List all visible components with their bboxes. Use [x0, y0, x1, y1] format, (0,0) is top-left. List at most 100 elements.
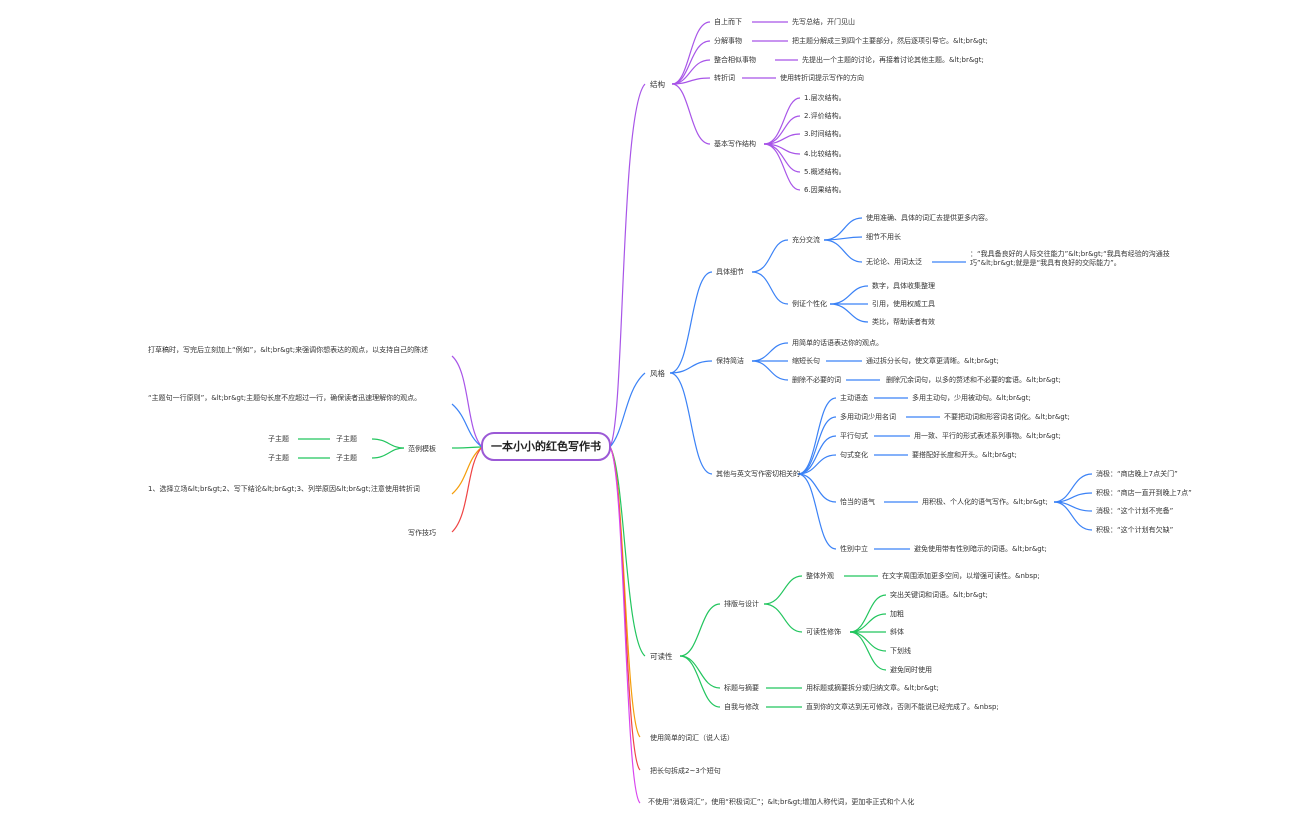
edge-other-1: [797, 397, 837, 475]
other-item-1: 主动语态: [840, 393, 868, 402]
concise-label[interactable]: 保持简洁: [716, 356, 744, 365]
layout-label[interactable]: 排版与设计: [724, 599, 759, 608]
edge-basic-1: [763, 97, 801, 145]
full-quote: ：“我具备良好的人际交往能力”&lt;br&gt;“我具有经验的沟通技巧”&lt…: [970, 250, 1170, 267]
template-label[interactable]: 范例模板: [408, 444, 436, 453]
structure-item-5[interactable]: 基本写作结构: [714, 139, 756, 148]
other-note-4: 要搭配好长度和开头。&lt;br&gt;: [912, 450, 1017, 459]
edge-tpl-2: [371, 447, 405, 459]
style-branch: 风格 具体细节 充分交流 使用准确、具体的词汇去提供更多内容。 细节不用长 无论…: [650, 213, 1192, 553]
structure-note-2: 把主题分解成三到四个主要部分，然后逐项引导它。&lt;br&gt;: [792, 36, 988, 45]
structure-item-2[interactable]: 分解事物: [714, 36, 742, 45]
edge-structure-4: [671, 77, 711, 85]
whitespace-note: 在文字周围添加更多空间，以增强可读性。&nbsp;: [882, 571, 1040, 580]
skills-label[interactable]: 写作技巧: [408, 528, 436, 537]
left-tip-1[interactable]: 打草稿时，写完后立刻加上“例如”，&lt;br&gt;来强调你想表达的观点，以支…: [148, 346, 429, 354]
edge-basic-6: [763, 143, 801, 191]
structure-item-4[interactable]: 转折词: [714, 73, 735, 82]
edge-structure-1: [671, 21, 711, 85]
basic-structure-5: 5.概述结构。: [804, 167, 846, 176]
full-item-2: 细节不用长: [866, 232, 901, 241]
structure-label[interactable]: 结构: [650, 79, 665, 89]
concrete-label[interactable]: 具体细节: [716, 267, 744, 276]
other-item-4: 句式变化: [840, 450, 868, 459]
edge-left-template: [451, 446, 483, 449]
format-item-1: 突出关键词和词语。&lt;br&gt;: [890, 590, 988, 599]
left-branch: 打草稿时，写完后立刻加上“例如”，&lt;br&gt;来强调你想表达的观点，以支…: [148, 346, 436, 537]
edge-concrete-examples: [751, 271, 789, 305]
tone-example-2: 积极：“商店一直开到晚上7点”: [1096, 488, 1192, 497]
format-item-4: 下划线: [890, 646, 911, 655]
other-label[interactable]: 其他与英文写作密切相关的: [716, 469, 800, 478]
root-node[interactable]: 一本小小的红色写作书: [481, 432, 611, 461]
revise-note: 直到你的文章达到无可修改，否则不能说已经完成了。&nbsp;: [806, 702, 999, 711]
structure-branch: 结构 自上而下 先写总结，开门见山 分解事物 把主题分解成三到四个主要部分，然后…: [650, 17, 988, 194]
basic-structure-6: 6.因果结构。: [804, 185, 846, 194]
other-note-6: 避免使用带有性别暗示的词语。&lt;br&gt;: [914, 544, 1047, 553]
examples-item-3: 类比，帮助读者有效: [872, 317, 935, 326]
style-label[interactable]: 风格: [650, 368, 665, 378]
basic-structure-3: 3.时间结构。: [804, 129, 846, 138]
other-note-2: 不要把动词和形容词名词化。&lt;br&gt;: [944, 412, 1070, 421]
edge-full-2: [823, 236, 863, 241]
edge-other-6: [797, 473, 837, 550]
edge-style-other: [669, 372, 713, 475]
format-item-2: 加粗: [890, 609, 904, 618]
edge-format-4: [849, 631, 887, 652]
template-sub-2b: 子主题: [336, 453, 357, 462]
format-item-3: 斜体: [890, 627, 904, 636]
bottom-tips: 使用简单的词汇（说人话） 把长句拆成2~3个短句 不使用“消极词汇”，使用“积极…: [648, 733, 915, 806]
edge-root-tip-c: [609, 446, 641, 804]
concise-item-2: 缩短长句: [792, 356, 820, 365]
other-note-3: 用一致、平行的形式表述系列事物。&lt;br&gt;: [914, 431, 1061, 440]
bottom-tip-1[interactable]: 使用简单的词汇（说人话）: [650, 733, 734, 742]
readability-label[interactable]: 可读性: [650, 651, 673, 661]
edge-concrete-full: [751, 239, 789, 273]
bottom-tip-2[interactable]: 把长句拆成2~3个短句: [650, 766, 721, 775]
concise-item-1: 用简单的话语表达你的观点。: [792, 338, 883, 347]
edge-ex-3: [829, 303, 869, 323]
template-sub-1a: 子主题: [268, 434, 289, 443]
format-item-5: 避免同时使用: [890, 665, 932, 674]
edge-basic-2: [763, 115, 801, 145]
basic-structure-2: 2.评价结构。: [804, 111, 846, 120]
edge-root-readability: [609, 446, 646, 657]
edge-full-3: [823, 239, 863, 263]
revise-label[interactable]: 自我与修改: [724, 702, 759, 711]
edge-format-5: [849, 631, 887, 671]
template-sub-1b: 子主题: [336, 434, 357, 443]
left-tip-2[interactable]: “主题句一行原则”，&lt;br&gt;主题句长度不应超过一行，确保读者迅速理解…: [148, 394, 422, 402]
other-note-5: 用积极、个人化的语气写作。&lt;br&gt;: [922, 497, 1048, 506]
edge-concise-3: [751, 360, 789, 381]
tone-example-4: 积极：“这个计划有欠缺”: [1096, 525, 1173, 534]
edge-left-skills: [451, 446, 483, 533]
root-label: 一本小小的红色写作书: [491, 439, 601, 453]
edge-left-tip3: [451, 446, 483, 495]
template-sub-2a: 子主题: [268, 453, 289, 462]
edge-structure-2: [671, 40, 711, 85]
edge-structure-5: [671, 83, 711, 145]
structure-note-4: 使用转折词提示写作的方向: [780, 73, 864, 82]
full-label[interactable]: 充分交流: [792, 235, 820, 244]
edge-other-2: [797, 416, 837, 475]
edge-other-3: [797, 435, 837, 475]
edge-read-headings: [679, 655, 721, 689]
bottom-tip-3[interactable]: 不使用“消极词汇”，使用“积极词汇”；&lt;br&gt;增加人称代词，更加非正…: [648, 798, 915, 806]
edge-tone-4: [1053, 501, 1093, 531]
full-item-3: 无论论、用词太泛: [866, 257, 922, 266]
edge-other-5: [797, 473, 837, 503]
other-item-3: 平行句式: [840, 431, 868, 440]
full-item-1: 使用准确、具体的词汇去提供更多内容。: [866, 213, 992, 222]
edge-root-tip-a: [609, 446, 641, 738]
structure-item-3[interactable]: 整合相似事物: [714, 55, 756, 64]
headings-label[interactable]: 标题与摘要: [724, 683, 759, 692]
format-label: 可读性修饰: [806, 627, 841, 636]
examples-label[interactable]: 例证个性化: [792, 299, 827, 308]
edge-read-layout: [679, 603, 721, 657]
edge-format-1: [849, 594, 887, 633]
edge-root-structure: [609, 83, 646, 448]
whitespace-label: 整体外观: [806, 571, 834, 580]
structure-item-1[interactable]: 自上而下: [714, 17, 742, 26]
left-tip-3[interactable]: 1、选择立场&lt;br&gt;2、写下结论&lt;br&gt;3、列举原因&l…: [148, 485, 420, 493]
edge-format-2: [849, 613, 887, 633]
